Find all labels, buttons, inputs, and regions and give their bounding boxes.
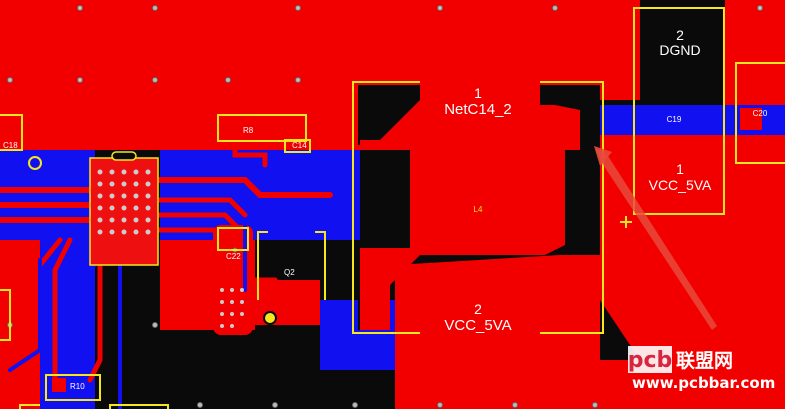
watermark: pcb 联盟网 www.pcbbar.com: [628, 346, 775, 392]
c18-pin-marker: [28, 156, 42, 170]
l4-pad1-number: 1: [474, 85, 482, 101]
c14-designator: C14: [292, 141, 307, 150]
watermark-logo-latin: pcb: [628, 348, 673, 373]
watermark-logo-chinese: 联盟网: [676, 350, 733, 372]
traces: [0, 131, 349, 409]
c19-pad2-net: DGND: [659, 42, 700, 58]
l4-pad2-number: 2: [474, 301, 482, 317]
l4-designator: L4: [474, 205, 483, 214]
c19-pad1-net: VCC_5VA: [649, 177, 712, 193]
top-pour-right-top: [725, 0, 785, 105]
top-pour-bottom: [395, 270, 640, 409]
net-labels: 1 NetC14_2 2 VCC_5VA 2 DGND 1 VCC_5VA: [444, 27, 712, 334]
c18-outline: [0, 114, 23, 151]
c19-outline: [633, 7, 725, 215]
smd-pads: [52, 108, 762, 392]
c18-designator: C18: [3, 141, 18, 150]
l4-pad2-copper: [395, 255, 600, 270]
c22-designator: C22: [226, 252, 241, 261]
c22-outline: [217, 227, 249, 251]
bottom-outline: [109, 404, 169, 409]
watermark-url: www.pcbbar.com: [632, 374, 775, 392]
bottom-left-outline: [19, 404, 40, 409]
r10-outline: [45, 374, 101, 401]
q2-outline-right: [315, 231, 326, 300]
top-pour-right-lower: [600, 135, 785, 409]
c19-pad2-number: 2: [676, 27, 684, 43]
silkscreen: [0, 7, 785, 409]
q2-pin1-marker: [263, 311, 277, 325]
c14-outline: [284, 139, 311, 153]
c20-designator: C20: [753, 109, 768, 118]
vias: [7, 5, 763, 408]
l4-pad2-net: VCC_5VA: [444, 317, 511, 334]
c19-pad1-number: 1: [676, 161, 684, 177]
l4-outline-right: [540, 81, 604, 334]
r8-outline: [217, 114, 307, 142]
r10-designator: R10: [70, 382, 85, 391]
l4-pad1-net: NetC14_2: [444, 101, 512, 118]
c20-outline: [735, 62, 785, 164]
r8-designator: R8: [243, 126, 254, 135]
l4-outline-left: [352, 81, 420, 334]
q2-outline-left: [257, 231, 268, 300]
watermark-logo-box: [628, 346, 672, 373]
c22-via-array: [220, 288, 244, 328]
c19-designator: C19: [667, 115, 682, 124]
designators: L4 C19 C20 C18 R8 C14 C22 Q2 R10 +: [3, 109, 768, 391]
annotation-arrow: [594, 146, 717, 330]
q2-designator: Q2: [284, 268, 295, 277]
left-part-outline: [0, 289, 11, 341]
ic-via-array: [89, 151, 159, 266]
l4-pad1-copper: [360, 60, 565, 330]
